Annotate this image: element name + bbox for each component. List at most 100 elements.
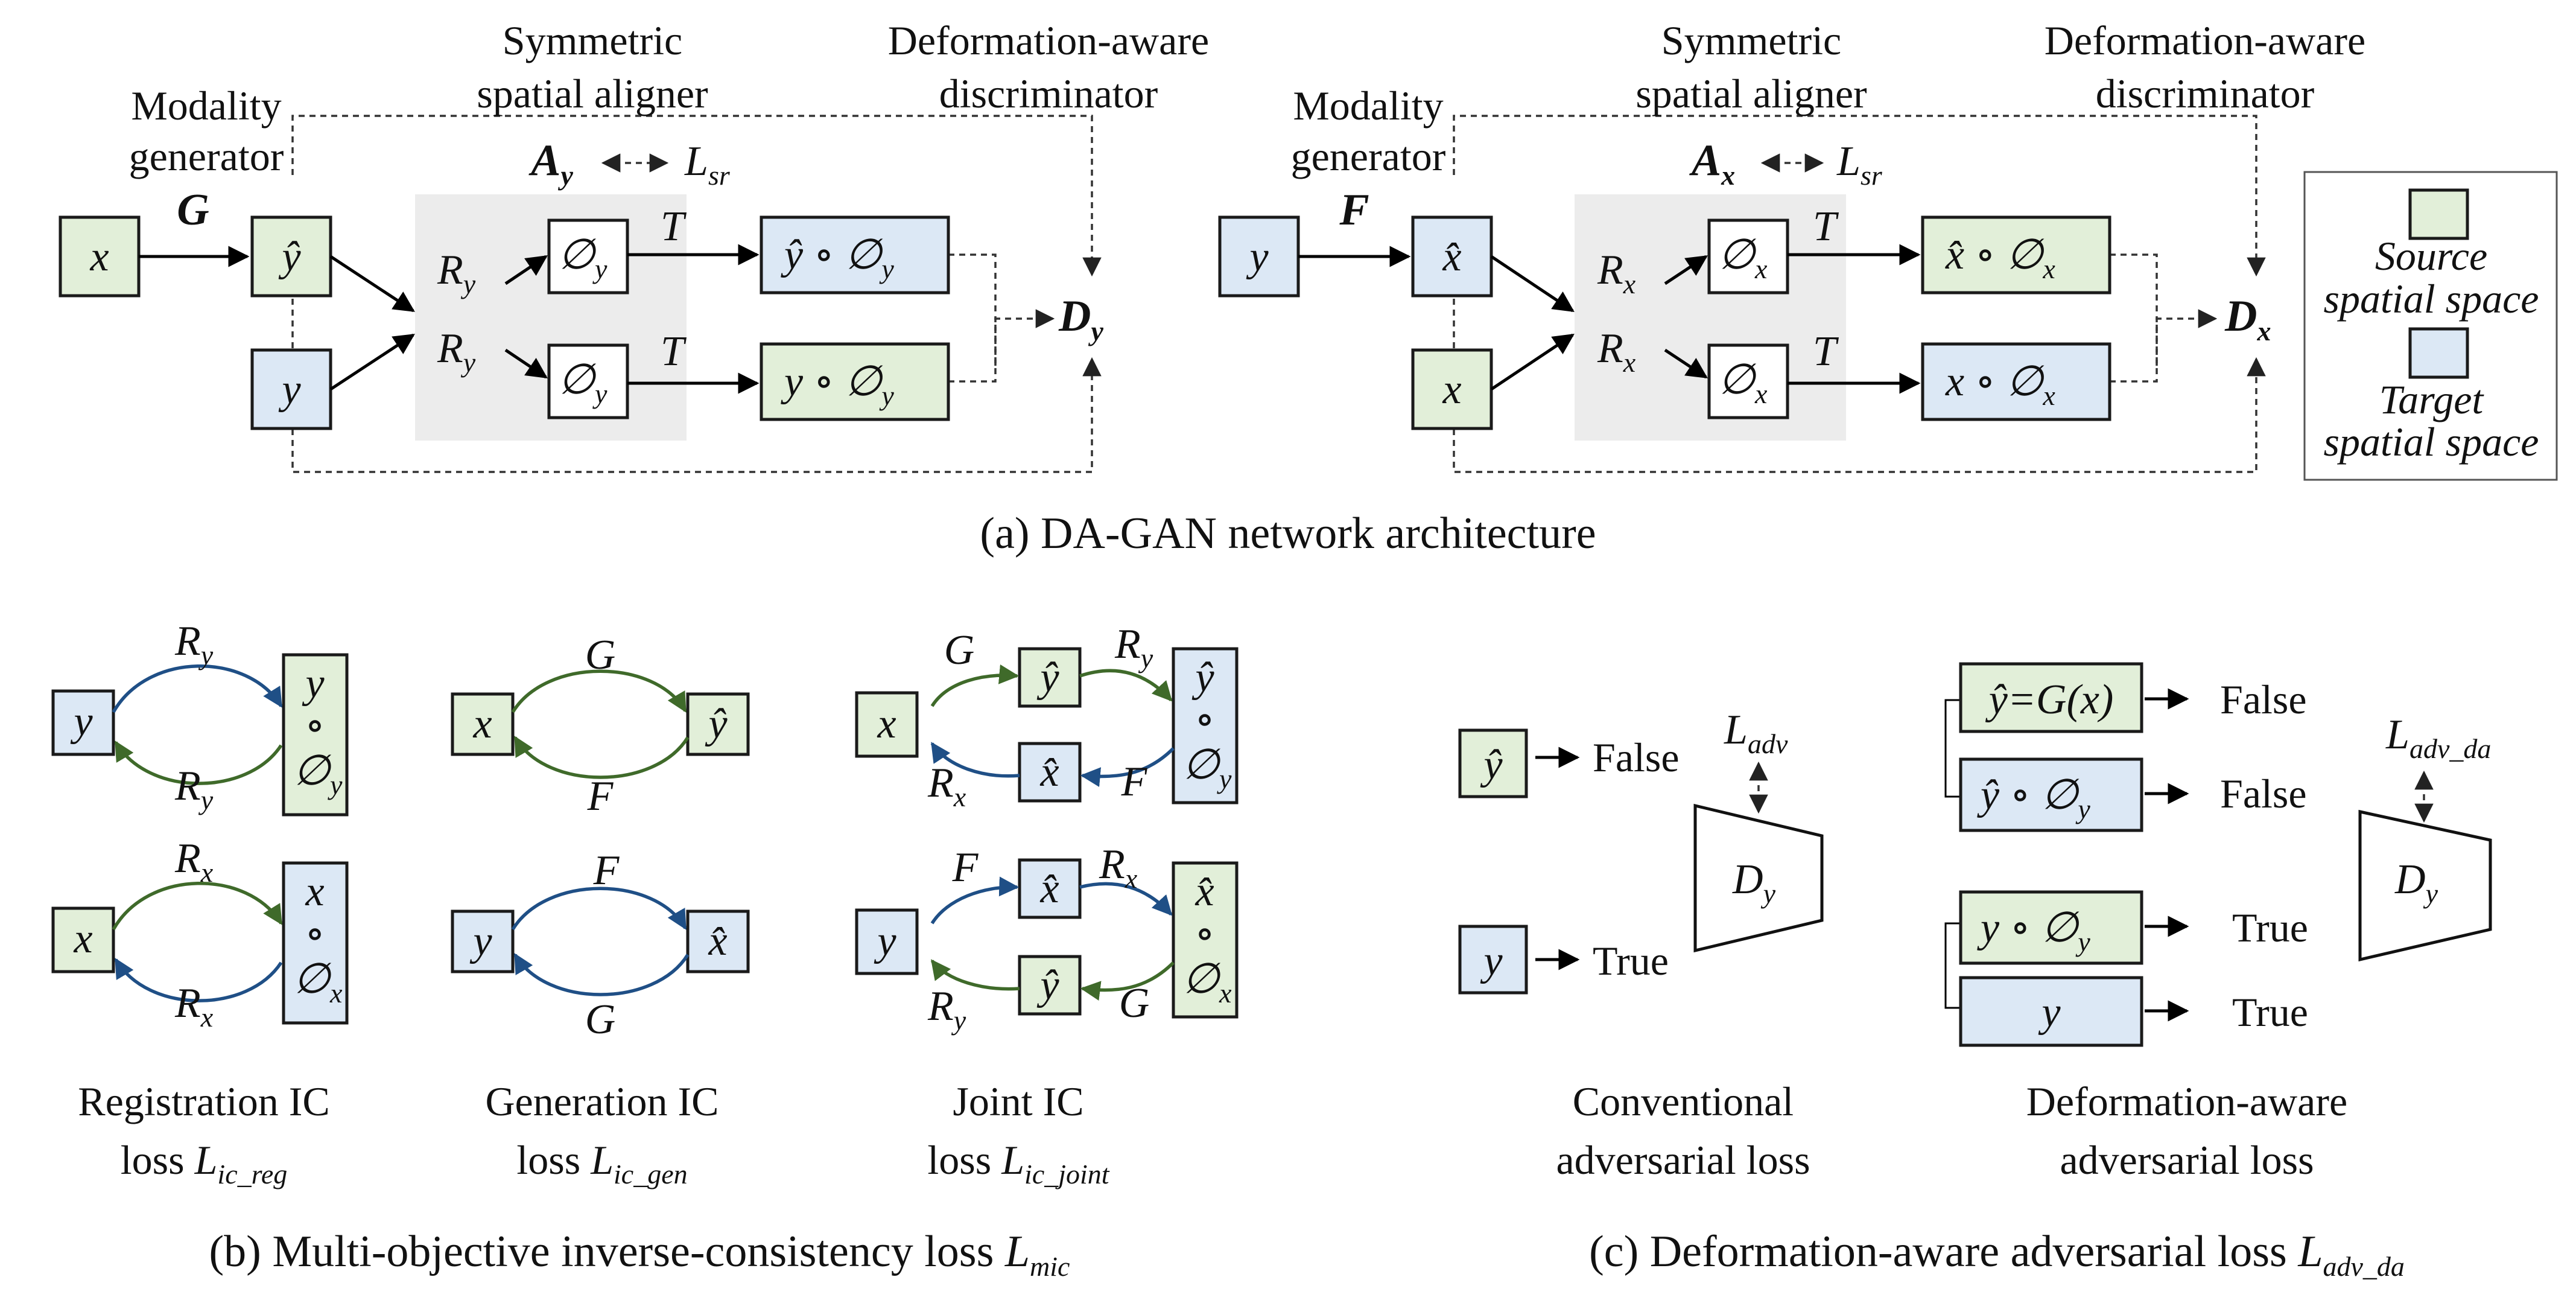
reg-top-stack <box>282 653 349 817</box>
joint-loss: loss Lic_joint <box>927 1137 1109 1190</box>
gen-bottom-upper-label: F <box>593 847 620 894</box>
panel-b-caption: (b) Multi-objective inverse-consistency … <box>209 1227 1070 1282</box>
reg-top-lower-label: Ry <box>174 763 214 815</box>
aligner-name: Ay <box>528 136 573 191</box>
joint-top-reg-back-label: Rx <box>927 760 966 812</box>
joint-top-stack-1: ŷ <box>1191 654 1214 701</box>
feedback-loop-top <box>1453 115 2266 277</box>
generated-to-aligner-arrow <box>329 255 415 313</box>
conv-discriminator-label: Dy <box>1732 856 1776 909</box>
da-item-2-box <box>1959 890 2143 965</box>
generator-label: F <box>1339 185 1369 235</box>
da-item-0-verdict: False <box>2220 677 2307 722</box>
reg-fwd-label: Ry <box>437 247 476 299</box>
joint-top-stack <box>1172 647 1239 804</box>
joint-top-reg-back-arc <box>1080 747 1175 788</box>
panel-a-caption: (a) DA-GAN network architecture <box>980 509 1596 558</box>
legend-target-line-1: Target <box>2379 377 2485 422</box>
gen-bottom-lower-label: G <box>585 996 616 1043</box>
joint-bottom-mid-bottom <box>1018 955 1082 1016</box>
joint-top-gen-back-label: F <box>1121 759 1148 805</box>
aligner-loss: Lsr <box>684 138 731 191</box>
reg-top-upper-arc <box>112 664 283 713</box>
da-false-bracket <box>1944 699 1961 798</box>
out-top-label: x̂ ∘ ∅x <box>1945 232 2055 284</box>
joint-bottom-left-label: y <box>874 918 896 964</box>
da-item-1-box <box>1959 757 2143 832</box>
gen-top-left-node <box>451 692 515 756</box>
legend-source-line-2: spatial space <box>2324 276 2539 322</box>
transform-top-label: T <box>1813 203 1839 250</box>
joint-top-reg-arc <box>1079 669 1173 702</box>
conv-fake-label: ŷ <box>1480 742 1503 788</box>
joint-top-gen-arc <box>930 664 1020 707</box>
def-bwd-label: ∅x <box>1718 357 1768 409</box>
deformation-aware-adversarial: ŷ=G(x) False ŷ ∘ ∅y False y ∘ ∅y True y … <box>1944 662 2492 1183</box>
gen-top-right-label: ŷ <box>705 701 728 747</box>
da-loss-label: Ladv_da <box>2385 712 2491 764</box>
joint-top-mid-bottom-label: x̂ <box>1039 749 1059 795</box>
gen-top-left-label: x <box>472 701 492 747</box>
joint-bottom-reg-back-arc <box>1080 961 1175 1001</box>
joint-bottom-mid-top <box>1018 858 1082 919</box>
def-bwd-label: ∅y <box>558 357 608 409</box>
generated-label: x̂ <box>1442 234 1461 280</box>
input-node <box>1218 215 1300 298</box>
def-fwd-box <box>1707 218 1789 295</box>
out-bottom-connector <box>948 309 1055 383</box>
conv-real-label: y <box>1480 938 1503 984</box>
out-bottom-box <box>760 342 950 421</box>
reg-top-node-label: y <box>70 698 93 745</box>
feedback-loop-top <box>291 115 1102 277</box>
reg-bottom-lower-arc <box>114 958 283 1002</box>
real-node <box>250 348 332 430</box>
da-item-2-text: y ∘ ∅y <box>1977 905 2090 957</box>
modality-generator-label-2: generator <box>129 133 284 179</box>
transform-bottom-label: T <box>1813 328 1839 375</box>
joint-top-mid-bottom <box>1018 742 1082 803</box>
da-item-1-verdict: False <box>2220 771 2307 817</box>
joint-top-mid-top-label: ŷ <box>1036 654 1059 701</box>
reg-top-upper-label: Ry <box>174 618 214 670</box>
joint-bottom-reg-back-label: Ry <box>927 983 966 1036</box>
da-title-2: adversarial loss <box>2060 1137 2314 1183</box>
discriminator-label-2: discriminator <box>939 71 1158 116</box>
out-top-box <box>760 215 950 295</box>
aligner-label-1: Symmetric <box>1661 18 1841 63</box>
da-item-1-text: ŷ ∘ ∅y <box>1977 772 2090 824</box>
da-item-3-verdict: True <box>2232 989 2308 1035</box>
reg-fwd-arrow <box>1664 255 1708 285</box>
conv-real-verdict: True <box>1593 938 1669 984</box>
joint-bottom-gen-back-arc <box>930 959 1020 991</box>
joint-top-gen-back-arc <box>930 742 1020 778</box>
generator-label: G <box>177 185 209 235</box>
reg-top-stack-2: ∘ <box>305 702 325 749</box>
gen-top-lower-label: F <box>587 773 614 820</box>
reg-bottom-stack-1: x <box>305 868 324 915</box>
disc-label: Dy <box>1058 291 1103 346</box>
gen-bottom-lower-arc <box>513 953 690 996</box>
out-bottom-box <box>1921 342 2111 421</box>
legend-source-swatch <box>2408 188 2469 240</box>
reg-loss: loss Lic_reg <box>121 1137 287 1190</box>
def-fwd-label: ∅y <box>558 232 608 284</box>
joint-bottom-reg-label: Rx <box>1099 841 1138 894</box>
generation-ic: x ŷ G F y x̂ F G Generation IC loss Lic_… <box>451 632 750 1190</box>
gen-top-upper-label: G <box>585 632 616 678</box>
da-discriminator-shape <box>2358 809 2492 962</box>
reg-bottom-node-label: x <box>73 916 92 962</box>
out-top-connector <box>2110 253 2158 368</box>
def-fwd-label: ∅x <box>1718 232 1768 284</box>
panel-a-right: Modality generator Symmetric spatial ali… <box>1218 18 2365 473</box>
legend-target-swatch <box>2408 327 2469 379</box>
joint-top-reg-label: Ry <box>1114 621 1153 674</box>
reg-bottom-stack-3: ∅x <box>293 956 343 1008</box>
legend: Source spatial space Target spatial spac… <box>2303 171 2558 481</box>
out-bottom-connector <box>2110 309 2218 383</box>
da-item-3-text: y <box>2038 989 2061 1036</box>
conv-title-2: adversarial loss <box>1556 1137 1810 1183</box>
joint-bottom-stack-1: x̂ <box>1194 868 1214 915</box>
reg-top-stack-1: y <box>302 660 325 707</box>
gen-top-lower-arc <box>513 736 690 779</box>
